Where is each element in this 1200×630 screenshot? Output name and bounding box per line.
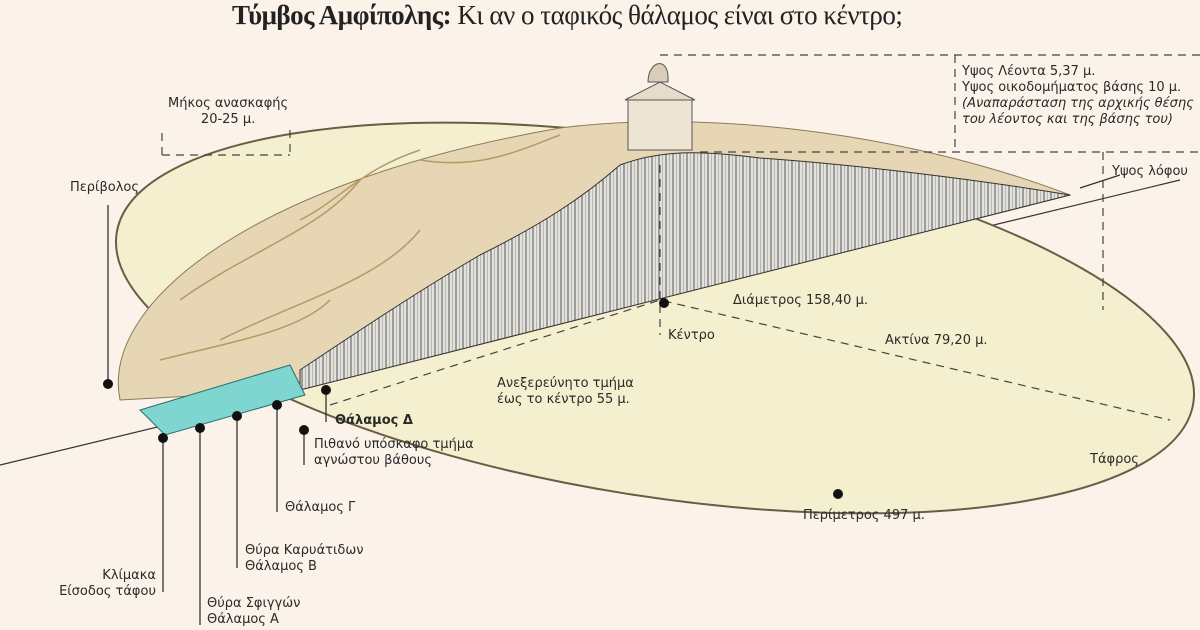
lion-statue [647, 63, 669, 83]
underground-line-2: αγνώστου βάθους [314, 453, 433, 468]
reconstruction-note-2: του λέοντος και της βάσης του) [962, 112, 1173, 127]
base-height: Υψος οικοδομήματος βάσης 10 μ. [962, 80, 1182, 95]
entrance: Είσοδος τάφου [59, 584, 156, 599]
lion-height: Υψος Λέοντα 5,37 μ. [962, 64, 1096, 79]
diameter-label: Διάμετρος 158,40 μ. [733, 293, 868, 308]
hill-height-label: Υψος λόφου [1112, 164, 1188, 179]
excavation-length-value: 20-25 μ. [200, 112, 256, 127]
radius-label: Ακτίνα 79,20 μ. [885, 333, 988, 348]
title-rest: Κι αν ο ταφικός θάλαμος είναι στο κέντρο… [457, 0, 903, 30]
center-marker [659, 298, 669, 308]
chamber-g-label: Θάλαμος Γ [285, 500, 356, 515]
ditch-label: Τάφρος [1090, 452, 1139, 467]
reconstruction-note-1: (Αναπαράσταση της αρχικής θέσης [962, 96, 1194, 111]
lion-base [627, 97, 693, 151]
perimeter-label: Περίμετρος 497 μ. [803, 508, 925, 523]
caryatids-door: Θύρα Καρυάτιδων [245, 543, 364, 558]
page-title: Τύμβος Αμφίπολης: Κι αν ο ταφικός θάλαμο… [232, 0, 903, 30]
peribolos-label: Περίβολος [70, 180, 139, 195]
hill-cut-section [299, 152, 1071, 391]
staircase: Κλίμακα [102, 568, 156, 583]
unexplored-line-2: έως το κέντρο 55 μ. [497, 392, 630, 407]
center-label: Κέντρο [668, 328, 715, 343]
underground-line-1: Πιθανό υπόσκαφο τμήμα [314, 437, 474, 452]
tomb-corridor [139, 364, 306, 436]
title-bold: Τύμβος Αμφίπολης: [232, 0, 452, 30]
chamber-a: Θάλαμος Α [207, 612, 279, 627]
chamber-d-label: Θάλαμος Δ [335, 413, 413, 428]
chamber-b: Θάλαμος Β [245, 559, 317, 574]
unexplored-line-1: Ανεξερεύνητο τμήμα [497, 376, 634, 391]
sphinx-door: Θύρα Σφιγγών [207, 596, 301, 611]
peribolos-marker [103, 379, 113, 389]
excavation-length-text: Μήκος ανασκαφής [168, 96, 289, 111]
perimeter-marker [833, 489, 843, 499]
lion-info: Υψος Λέοντα 5,37 μ. Υψος οικοδομήματος β… [962, 64, 1194, 128]
